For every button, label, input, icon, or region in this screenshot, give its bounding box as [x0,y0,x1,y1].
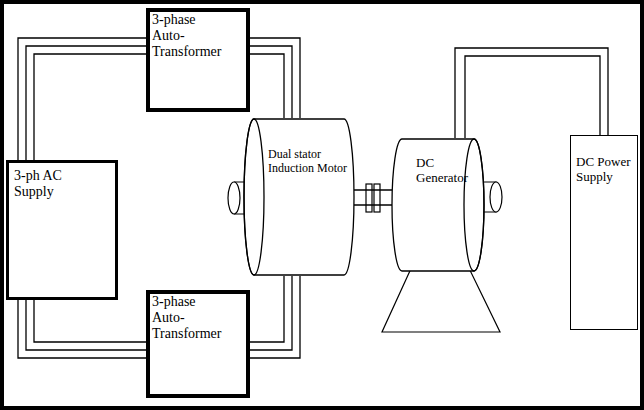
wire [26,300,146,350]
node-label: DC Generator [416,156,478,186]
generator-base [382,262,500,332]
wire [250,276,292,350]
node-label: 3-ph AC Supply [14,168,98,200]
node-label: 3-phase Auto-Transformer [152,12,228,60]
wire [250,276,300,358]
wire [455,48,608,138]
three-phase-wires [18,300,146,358]
coupling [366,184,380,212]
wire [250,54,284,118]
wire [34,300,146,342]
motor-cylinder: Dual stator Induction Motor [244,118,354,276]
autotransformer-box: 3-phase Auto-Transformer [146,290,250,398]
autotransformer-box: 3-phase Auto-Transformer [146,8,250,112]
three-phase-wires [250,38,300,118]
cylinder-outline [244,118,354,276]
wire [34,54,146,160]
wire [250,46,292,118]
wire [26,46,146,160]
cylinder-body [392,139,484,271]
cylinder-face [464,139,484,271]
node-label: DC Power Supply [576,155,634,185]
wire [354,204,392,205]
generator-cylinder: DC Generator [392,138,484,272]
wire [250,38,300,118]
cylinder-outline [392,138,484,272]
cylinder-body [244,119,354,275]
wire [354,189,392,190]
node-label: 3-phase Auto-Transformer [152,294,228,342]
shaft [354,190,392,205]
supply-box: 3-ph AC Supply [6,160,118,300]
wire [250,276,284,342]
wire [18,300,146,358]
wire [18,38,146,160]
node-label: Dual stator Induction Motor [268,148,352,176]
three-phase-wires [250,276,300,358]
dc-wires [455,48,608,138]
dc-supply-box: DC Power Supply [570,135,638,330]
cylinder-face [244,119,264,275]
wire [465,56,600,138]
three-phase-wires [18,38,146,160]
